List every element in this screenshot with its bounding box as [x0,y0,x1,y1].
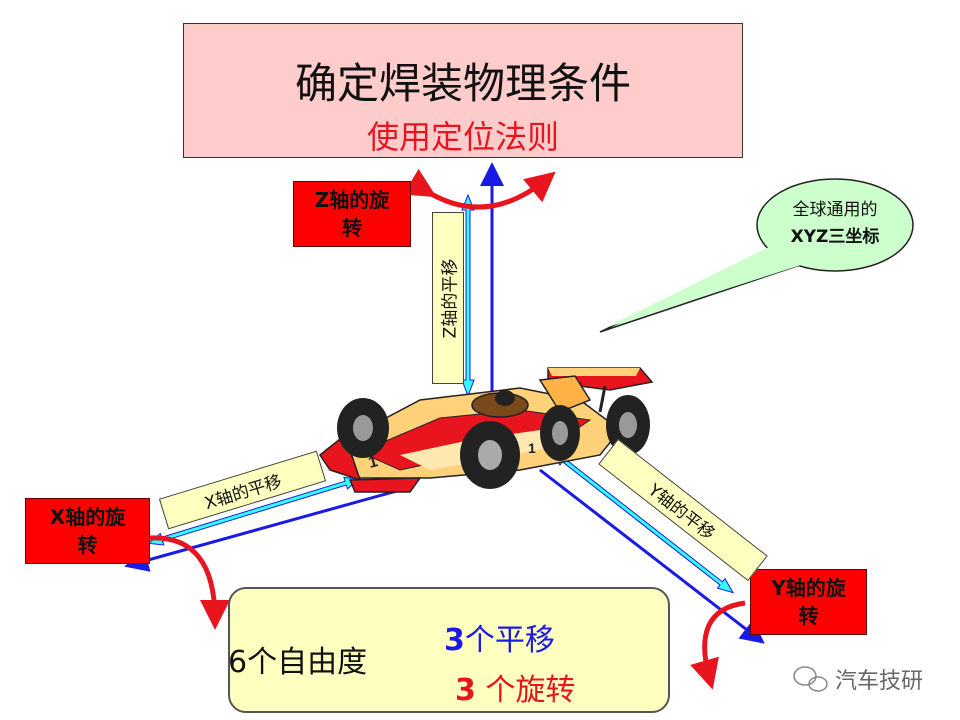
y-rotation-label: Y轴的旋转 [750,569,867,635]
dof-label: 6个自由度 [228,645,368,680]
z-translation-text: Z轴的平移 [440,258,461,338]
z-rotation-arrow [403,168,556,210]
speech-bubble [599,178,914,333]
degrees-of-freedom-box [228,587,670,713]
z-rotation-text: Z轴的旋转 [314,188,390,240]
z-translation-label: Z轴的平移 [432,212,464,384]
dof-rotation-count: 3 [455,673,476,708]
dof-rotation-text: 个旋转 [475,673,576,708]
page-subtitle: 使用定位法则 [366,118,559,156]
car-number-front: 1 [367,453,380,472]
y-rotation-arrow [690,600,746,690]
y-rotation-text: Y轴的旋转 [771,576,846,628]
watermark: 汽车技研 [835,669,924,694]
dof-rotation-line: 3 个旋转 [455,665,575,709]
wechat-icon [793,666,828,692]
dof-translation-count: 3 [444,623,465,658]
page-title: 确定焊装物理条件 [294,59,631,108]
car-number-side: 1 [528,440,536,456]
title-box: 确定焊装物理条件 使用定位法则 [183,23,743,158]
dof-translation-line: 3个平移 [444,615,555,659]
bubble-text: 全球通用的 XYZ三坐标 [762,197,908,251]
x-rotation-arrow [149,535,230,630]
bubble-line-1: 全球通用的 [792,200,878,220]
x-rotation-text: X轴的旋转 [49,505,126,557]
z-rotation-label: Z轴的旋转 [293,181,411,247]
bubble-line-2: XYZ三坐标 [790,227,880,247]
dof-translation-text: 个平移 [464,623,555,658]
x-rotation-label: X轴的旋转 [25,498,150,564]
x-axis-line [124,488,401,572]
race-car-illustration [318,367,654,493]
